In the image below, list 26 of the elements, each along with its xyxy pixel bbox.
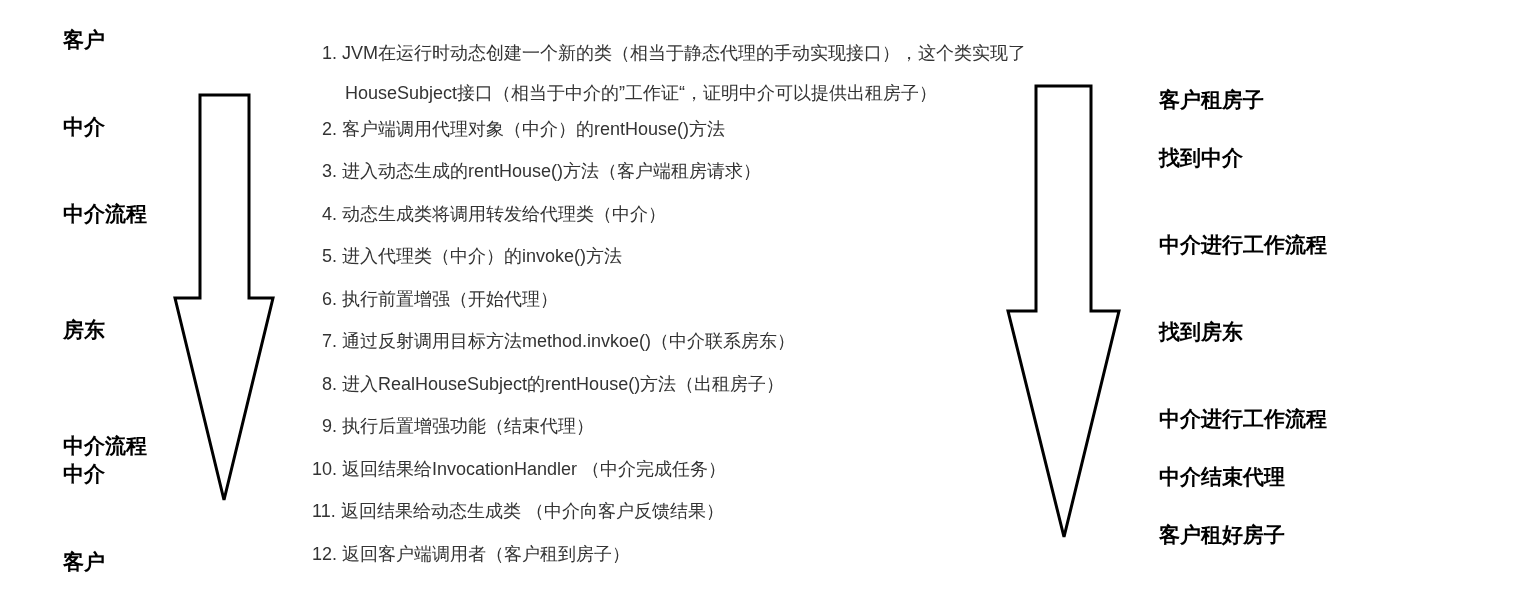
- step-label: 中介: [63, 114, 105, 141]
- list-item: 1. JVM在运行时动态创建一个新的类（相当于静态代理的手动实现接口），这个类实现了HouseSubject接口（相当于中介的”工作证“，证明中介可以提供出租房子）: [322, 42, 1027, 105]
- list-item: 12. 返回客户端调用者（客户租到房子）: [312, 543, 631, 566]
- step-label: 中介流程: [63, 201, 147, 228]
- step-label: 客户租好房子: [1159, 522, 1285, 549]
- step-label: 找到中介: [1159, 145, 1243, 172]
- list-item: 7. 通过反射调用目标方法method.invkoe()（中介联系房东）: [322, 330, 796, 353]
- step-label: 中介进行工作流程: [1159, 232, 1327, 259]
- list-item: 5. 进入代理类（中介）的invoke()方法: [322, 245, 623, 268]
- step-label: 中介结束代理: [1159, 464, 1285, 491]
- list-item: 2. 客户端调用代理对象（中介）的rentHouse()方法: [322, 118, 726, 141]
- list-item: 3. 进入动态生成的rentHouse()方法（客户端租房请求）: [322, 160, 762, 183]
- list-item: 8. 进入RealHouseSubject的rentHouse()方法（出租房子）: [322, 373, 785, 396]
- step-label: 客户租房子: [1159, 87, 1264, 114]
- list-item: 10. 返回结果给InvocationHandler （中介完成任务）: [312, 458, 727, 481]
- step-label: 中介进行工作流程: [1159, 406, 1327, 433]
- step-label: 房东: [63, 317, 105, 344]
- list-item: 4. 动态生成类将调用转发给代理类（中介）: [322, 203, 666, 226]
- step-label: 客户: [63, 549, 105, 576]
- step-label: 中介: [63, 461, 105, 488]
- step-label: 中介流程: [63, 433, 147, 460]
- list-item: 6. 执行前置增强（开始代理）: [322, 288, 558, 311]
- list-item: 9. 执行后置增强功能（结束代理）: [322, 415, 594, 438]
- step-label: 找到房东: [1159, 319, 1243, 346]
- step-label: 客户: [63, 27, 105, 54]
- list-item: 11. 返回结果给动态生成类 （中介向客户反馈结果）: [312, 500, 724, 523]
